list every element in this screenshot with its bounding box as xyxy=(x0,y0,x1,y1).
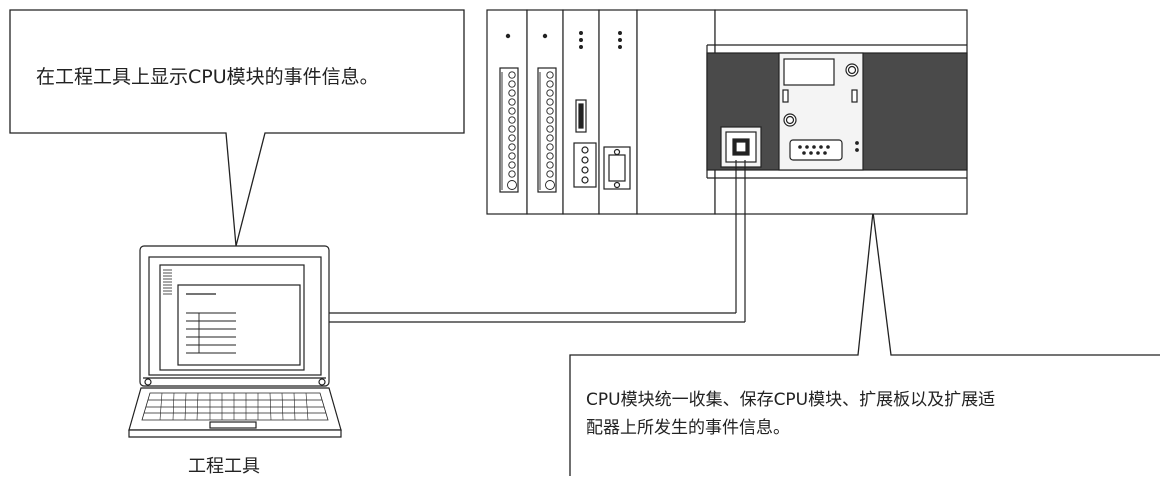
io-module-3 xyxy=(562,9,600,215)
callout-right-text: CPU模块统一收集、保存CPU模块、扩展板以及扩展适 配器上所发生的事件信息。 xyxy=(586,386,1146,442)
callout-left-bubble xyxy=(9,9,465,247)
usb-cable xyxy=(329,160,746,323)
callout-right-line-2: 配器上所发生的事件信息。 xyxy=(586,418,790,438)
io-module-2 xyxy=(526,9,564,215)
cpu-module xyxy=(706,9,968,215)
callout-left-text: 在工程工具上显示CPU模块的事件信息。 xyxy=(36,66,379,88)
laptop-label: 工程工具 xyxy=(188,456,260,477)
callout-right-bubble xyxy=(569,211,1160,476)
io-module-4 xyxy=(598,9,638,215)
laptop xyxy=(128,245,342,438)
expansion-adapter xyxy=(636,9,716,215)
plc-system xyxy=(486,9,968,215)
io-module-1 xyxy=(486,9,528,215)
serial-port xyxy=(789,139,843,161)
callout-right-line-1: CPU模块统一收集、保存CPU模块、扩展板以及扩展适 xyxy=(586,390,996,410)
